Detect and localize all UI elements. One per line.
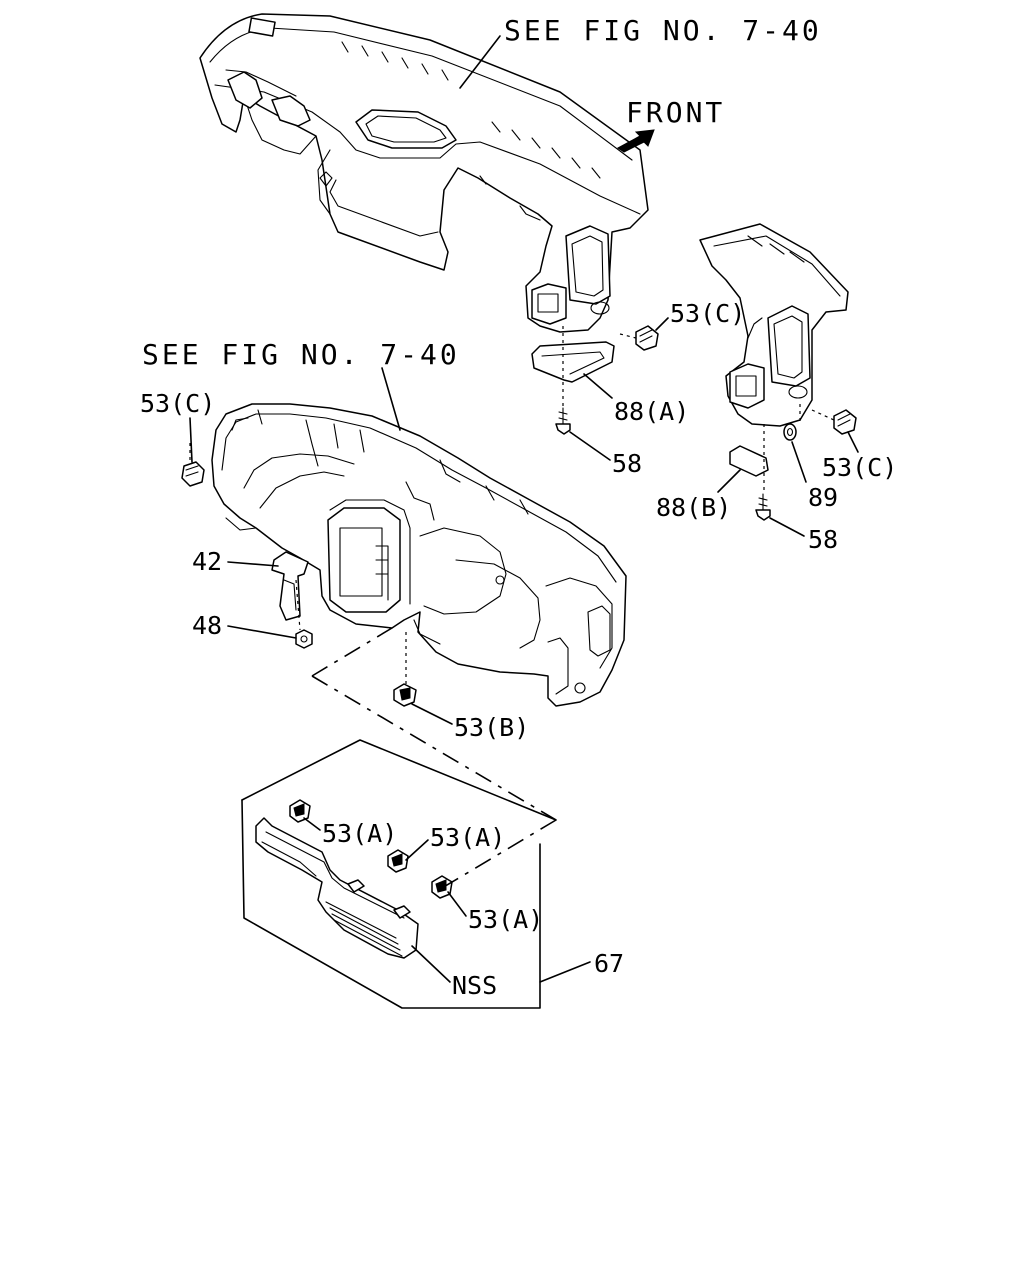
upper-dashboard-panel — [199, 13, 649, 333]
nut-48 — [295, 629, 313, 649]
callout-88b: 88(B) — [656, 493, 731, 522]
clip-53c-left — [181, 461, 205, 487]
callout-53c-left: 53(C) — [140, 389, 215, 418]
bracket-88a — [531, 341, 615, 383]
callout-53c-upper-right: 53(C) — [670, 299, 745, 328]
callout-53a-3: 53(A) — [468, 905, 543, 934]
callout-67: 67 — [594, 949, 624, 978]
right-panel-detail — [699, 223, 849, 427]
callout-58-lower: 58 — [808, 525, 838, 554]
callout-53a-1: 53(A) — [322, 819, 397, 848]
see-fig-upper-label: SEE FIG NO. 7-40 — [504, 14, 822, 47]
clip-53c-right — [833, 409, 857, 435]
bracket-88b — [729, 445, 769, 477]
clip-53b — [393, 683, 417, 707]
callout-89: 89 — [808, 483, 838, 512]
callout-53a-2: 53(A) — [430, 823, 505, 852]
callout-58-upper: 58 — [612, 449, 642, 478]
callout-48: 48 — [192, 611, 222, 640]
clip-53a-2 — [387, 849, 409, 873]
callout-42: 42 — [192, 547, 222, 576]
callout-nss: NSS — [452, 971, 497, 1000]
lower-cover-nss — [255, 817, 419, 959]
clip-53c-upper — [635, 325, 659, 351]
callout-88a: 88(A) — [614, 397, 689, 426]
screw-58-upper — [555, 407, 571, 435]
front-direction-arrow — [617, 129, 655, 153]
callout-53c-lower-right: 53(C) — [822, 453, 897, 482]
washer-89 — [783, 423, 797, 441]
labels: SEE FIG NO. 7-40 SEE FIG NO. 7-40 FRONT … — [140, 14, 897, 1000]
callout-53b: 53(B) — [454, 713, 529, 742]
instrument-panel-frame — [211, 403, 627, 707]
front-label: FRONT — [626, 96, 725, 129]
see-fig-middle-label: SEE FIG NO. 7-40 — [142, 338, 460, 371]
screw-58-lower — [755, 493, 771, 521]
clip-53a-3 — [431, 875, 453, 899]
bracket-42 — [271, 551, 309, 621]
leader-lines — [189, 35, 859, 1009]
clip-53a-1 — [289, 799, 311, 823]
